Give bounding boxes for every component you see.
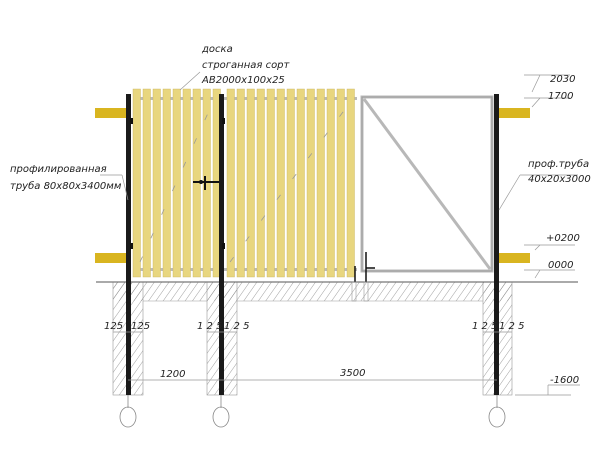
dim-1200: 1200 [160, 369, 185, 380]
dim-post2-right: 1 2 5 [224, 321, 249, 332]
wood-slat [236, 88, 245, 278]
rails [133, 97, 357, 271]
level-2030: 2030 [550, 74, 575, 85]
level-0000: 0000 [548, 260, 573, 271]
dim-post2-left: 1 2 5 [197, 321, 222, 332]
wood-slats [132, 88, 355, 278]
pipe-label-1: профилированная [10, 164, 107, 175]
wood-slat [132, 88, 141, 278]
board-label-3: АВ2000х100х25 [201, 75, 285, 86]
bolt [351, 252, 375, 302]
axis-markers [119, 395, 506, 428]
prof-pipe-label-2: 40х20х3000 [528, 174, 591, 185]
dim-post1-right: 125 [131, 321, 150, 332]
wood-slat [182, 88, 191, 278]
latch [193, 176, 219, 190]
wood-slat [326, 88, 335, 278]
dimension-lines [100, 71, 580, 396]
board-label-1: доска [201, 44, 233, 55]
wood-slat [152, 88, 161, 278]
wood-slat [346, 88, 355, 278]
wood-slat [256, 88, 265, 278]
yellow-stubs [95, 108, 530, 263]
wood-slat [286, 88, 295, 278]
dim-post1-left: 125 [104, 321, 123, 332]
metal-gate-frame [360, 95, 494, 273]
pipe-label-2: труба 80х80х3400мм [10, 180, 122, 192]
level-1700: 1700 [548, 91, 573, 102]
wood-slat [336, 88, 345, 278]
level-0200: +0200 [546, 233, 580, 244]
dim-3500: 3500 [340, 368, 365, 379]
board-label-2: строганная сорт [202, 60, 291, 71]
brace [139, 99, 215, 263]
level-minus-1600: -1600 [550, 375, 579, 386]
wood-slat [142, 88, 151, 278]
wood-slat [266, 88, 275, 278]
wood-slat [276, 88, 285, 278]
dim-post3-right: 1 2 5 [499, 321, 524, 332]
wood-slat [296, 88, 305, 278]
wood-slat [246, 88, 255, 278]
foundation [112, 281, 513, 396]
dim-post3-left: 1 2 5 [472, 321, 497, 332]
wood-slat [162, 88, 171, 278]
prof-pipe-label-1: проф.труба [528, 158, 589, 170]
wood-slat [172, 88, 181, 278]
posts [126, 94, 499, 395]
wood-slat [226, 88, 235, 278]
wood-slat [306, 88, 315, 278]
wood-slat [316, 88, 325, 278]
